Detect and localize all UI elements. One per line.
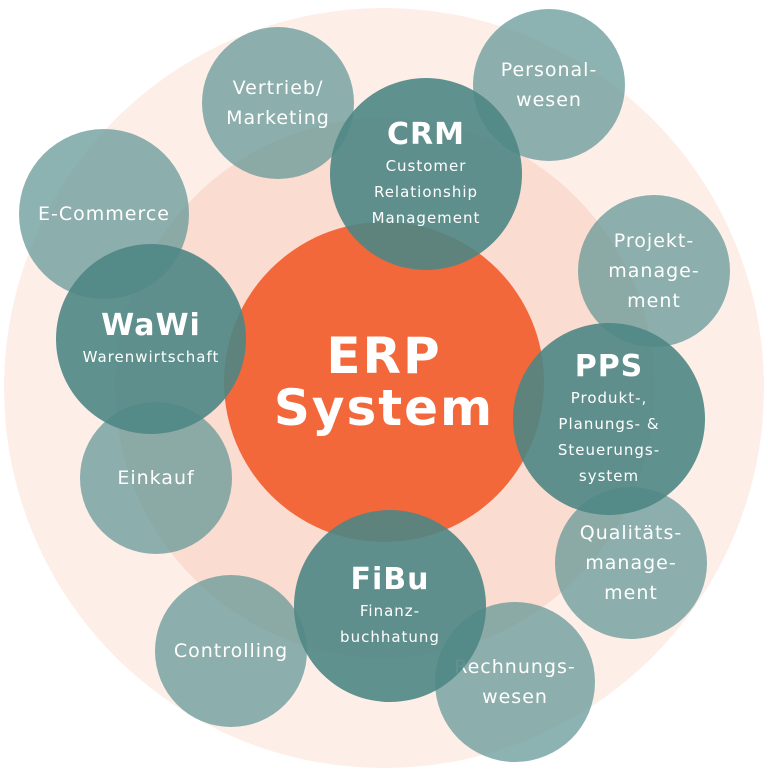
bubble-title: WaWi — [101, 308, 201, 343]
bubble-label: Qualitäts- — [579, 522, 683, 544]
bubble-sublabel: Customer — [385, 157, 467, 175]
bubble-sublabel: Relationship — [373, 183, 479, 201]
bubble-label: ment — [627, 290, 681, 312]
bubble-sublabel: buchhatung — [340, 628, 440, 646]
bubble-crm: CRM Customer Relationship Management — [330, 78, 522, 270]
bubble-sublabel: Warenwirtschaft — [82, 348, 220, 366]
bubble-label: Projekt- — [613, 230, 695, 252]
bubble-label: manage- — [608, 260, 700, 282]
bubble-sublabel: Steuerungs- — [557, 441, 661, 459]
bubble-label: wesen — [516, 89, 582, 111]
center-title-line2: System — [273, 379, 495, 437]
bubble-label: Vertrieb/ — [232, 77, 324, 99]
bubble-fibu: FiBu Finanz- buchhatung — [294, 510, 486, 702]
bubble-label: Einkauf — [117, 467, 195, 489]
bubble-sublabel: Planungs- & — [558, 415, 660, 433]
bubble-label: ment — [604, 582, 658, 604]
bubble-label: Controlling — [173, 640, 289, 662]
bubble-label: manage- — [585, 552, 677, 574]
bubble-label: wesen — [482, 686, 548, 708]
bubble-sublabel: Produkt-, — [570, 389, 648, 407]
center-title-line1: ERP — [326, 327, 442, 385]
erp-system-center: ERP System — [224, 222, 544, 542]
bubble-sublabel: Finanz- — [359, 602, 421, 620]
bubble-sublabel: Management — [371, 209, 481, 227]
bubble-label: Personal- — [500, 59, 598, 81]
bubble-pps: PPS Produkt-, Planungs- & Steuerungs- sy… — [513, 323, 705, 515]
bubble-sublabel: system — [578, 467, 640, 485]
bubble-vertrieb-marketing: Vertrieb/ Marketing — [202, 27, 354, 179]
bubble-rechnungswesen: Rechnungs- wesen — [435, 602, 595, 762]
bubble-label: Rechnungs- — [454, 656, 576, 678]
bubble-title: FiBu — [350, 562, 430, 597]
bubble-label: Marketing — [226, 107, 330, 129]
bubble-title: CRM — [387, 117, 465, 152]
bubble-projektmanagement: Projekt- manage- ment — [578, 195, 730, 347]
bubble-label: E-Commerce — [38, 203, 170, 225]
bubble-title: PPS — [574, 349, 644, 384]
bubble-wawi: WaWi Warenwirtschaft — [56, 244, 246, 434]
bubble-controlling: Controlling — [155, 575, 307, 727]
